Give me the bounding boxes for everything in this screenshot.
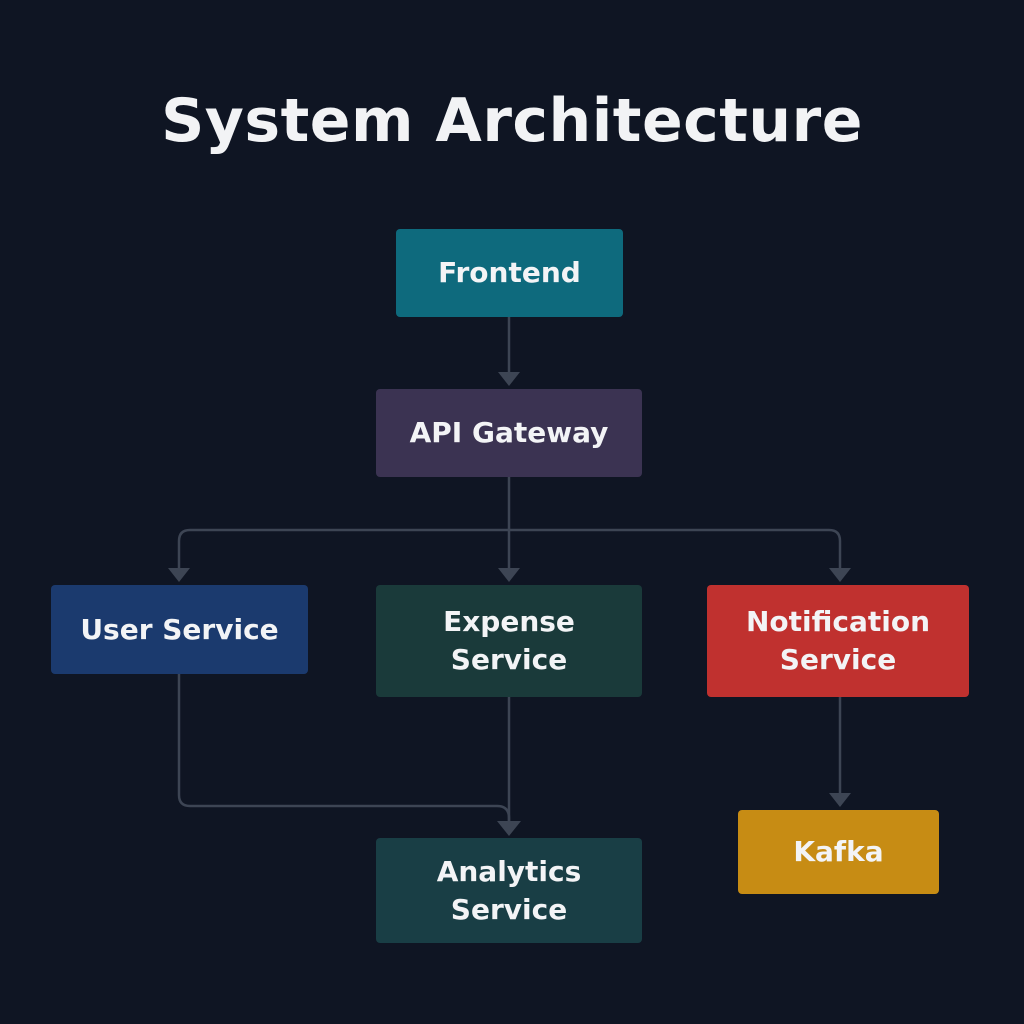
node-frontend: Frontend [396, 229, 623, 317]
node-user-service: User Service [51, 585, 308, 674]
node-expense-service: Expense Service [376, 585, 642, 697]
node-frontend-label: Frontend [438, 256, 581, 289]
arrowhead-analytics [497, 821, 521, 836]
node-api-gateway-label: API Gateway [409, 416, 609, 449]
node-api-gateway: API Gateway [376, 389, 642, 477]
node-expense-service-label: Expense Service [443, 605, 575, 676]
node-notification-service-label: Notification Service [745, 605, 931, 676]
arrowhead-kafka [829, 793, 851, 807]
arrowhead-notification [829, 568, 851, 582]
node-kafka: Kafka [738, 810, 939, 894]
edge-gateway-bus [177, 475, 842, 580]
arrowhead-gateway [498, 372, 520, 386]
edge-user-to-analytics [177, 672, 511, 832]
node-analytics-service: Analytics Service [376, 838, 642, 943]
node-analytics-service-label: Analytics Service [436, 854, 582, 926]
node-notification-service: Notification Service [707, 585, 969, 697]
node-user-service-label: User Service [80, 612, 279, 646]
arrowhead-user [168, 568, 190, 582]
diagram-title: System Architecture [161, 86, 863, 156]
node-kafka-label: Kafka [793, 835, 884, 868]
arrowhead-expense [498, 568, 520, 582]
